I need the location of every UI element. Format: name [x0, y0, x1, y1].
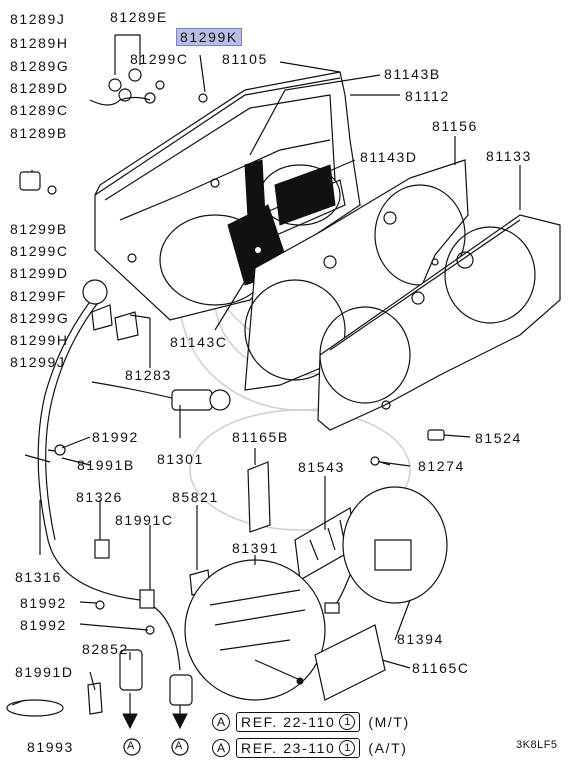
bracket: [91, 304, 151, 368]
label-81289B: 81289B: [10, 125, 68, 141]
ref-box: REF. 22-110 1: [236, 712, 361, 732]
label-81991D: 81991D: [15, 664, 74, 680]
ref-circled-number: 1: [339, 714, 356, 730]
label-81299H: 81299H: [10, 332, 69, 348]
clamp: [6, 682, 103, 717]
diagram-code: 3K8LF5: [516, 739, 558, 751]
label-82852: 82852: [82, 641, 129, 657]
label-81289D: 81289D: [10, 80, 69, 96]
label-81991B: 81991B: [77, 457, 135, 473]
label-81274: 81274: [418, 458, 465, 474]
label-85821: 85821: [172, 489, 219, 505]
label-81299C-top: 81299C: [130, 51, 189, 67]
ref-marker: A: [212, 713, 230, 731]
ref-text: REF. 22-110: [241, 714, 336, 730]
label-81524: 81524: [475, 430, 522, 446]
label-81299G: 81299G: [10, 310, 70, 326]
meter-mask: [244, 159, 469, 391]
label-81299B: 81299B: [10, 221, 68, 237]
label-81289E: 81289E: [110, 9, 168, 25]
tachometer: [324, 486, 448, 614]
leader-lines: [39, 61, 521, 691]
label-81299K-highlighted: 81299K: [176, 28, 242, 46]
reference-row-1: A REF. 22-110 1 (M/T): [212, 712, 410, 732]
label-81143D: 81143D: [360, 149, 418, 165]
label-81394: 81394: [397, 631, 444, 647]
label-81992-b: 81992: [20, 595, 67, 611]
label-81992-c: 81992: [20, 617, 67, 633]
label-81299J: 81299J: [10, 354, 66, 370]
ref-suffix: (A/T): [368, 740, 408, 756]
label-81283: 81283: [125, 367, 172, 383]
label-81299D: 81299D: [10, 265, 69, 281]
down-arrows: [122, 693, 189, 756]
speedometer: [184, 559, 326, 701]
label-81316: 81316: [15, 569, 62, 585]
label-81326: 81326: [76, 489, 123, 505]
plates: [189, 461, 271, 596]
label-81289C: 81289C: [10, 102, 69, 118]
label-81289G: 81289G: [10, 58, 70, 74]
ref-marker: A: [212, 739, 230, 757]
label-81289H: 81289H: [10, 35, 69, 51]
label-81301: 81301: [157, 451, 204, 467]
label-81105: 81105: [222, 51, 268, 67]
label-81991C: 81991C: [115, 512, 174, 528]
circuit-81165C: [314, 624, 386, 701]
label-81133: 81133: [486, 148, 532, 164]
wiring-harness-top: [19, 34, 208, 195]
label-81165B: 81165B: [232, 429, 289, 445]
reference-row-2: A REF. 23-110 1 (A/T): [212, 738, 408, 758]
arrow-marker-a-2: A: [175, 740, 183, 752]
ref-circled-number: 1: [339, 740, 356, 756]
label-81165C: 81165C: [412, 660, 470, 676]
label-81993: 81993: [27, 739, 74, 755]
label-81143C: 81143C: [170, 334, 228, 350]
printed-circuit: [227, 159, 336, 286]
window-plate: [317, 214, 561, 431]
ref-text: REF. 23-110: [241, 740, 336, 756]
label-81543: 81543: [298, 459, 345, 475]
label-81112: 81112: [405, 88, 450, 104]
label-81391: 81391: [232, 540, 279, 556]
label-81299F: 81299F: [10, 288, 68, 304]
ref-box: REF. 23-110 1: [236, 738, 361, 758]
label-81143B: 81143B: [384, 66, 441, 82]
arrow-marker-a-1: A: [127, 740, 135, 752]
label-81992-a: 81992: [92, 429, 139, 445]
label-81299C: 81299C: [10, 243, 69, 259]
ref-suffix: (M/T): [368, 714, 410, 730]
label-81289J: 81289J: [10, 11, 66, 27]
label-81156: 81156: [432, 118, 478, 134]
